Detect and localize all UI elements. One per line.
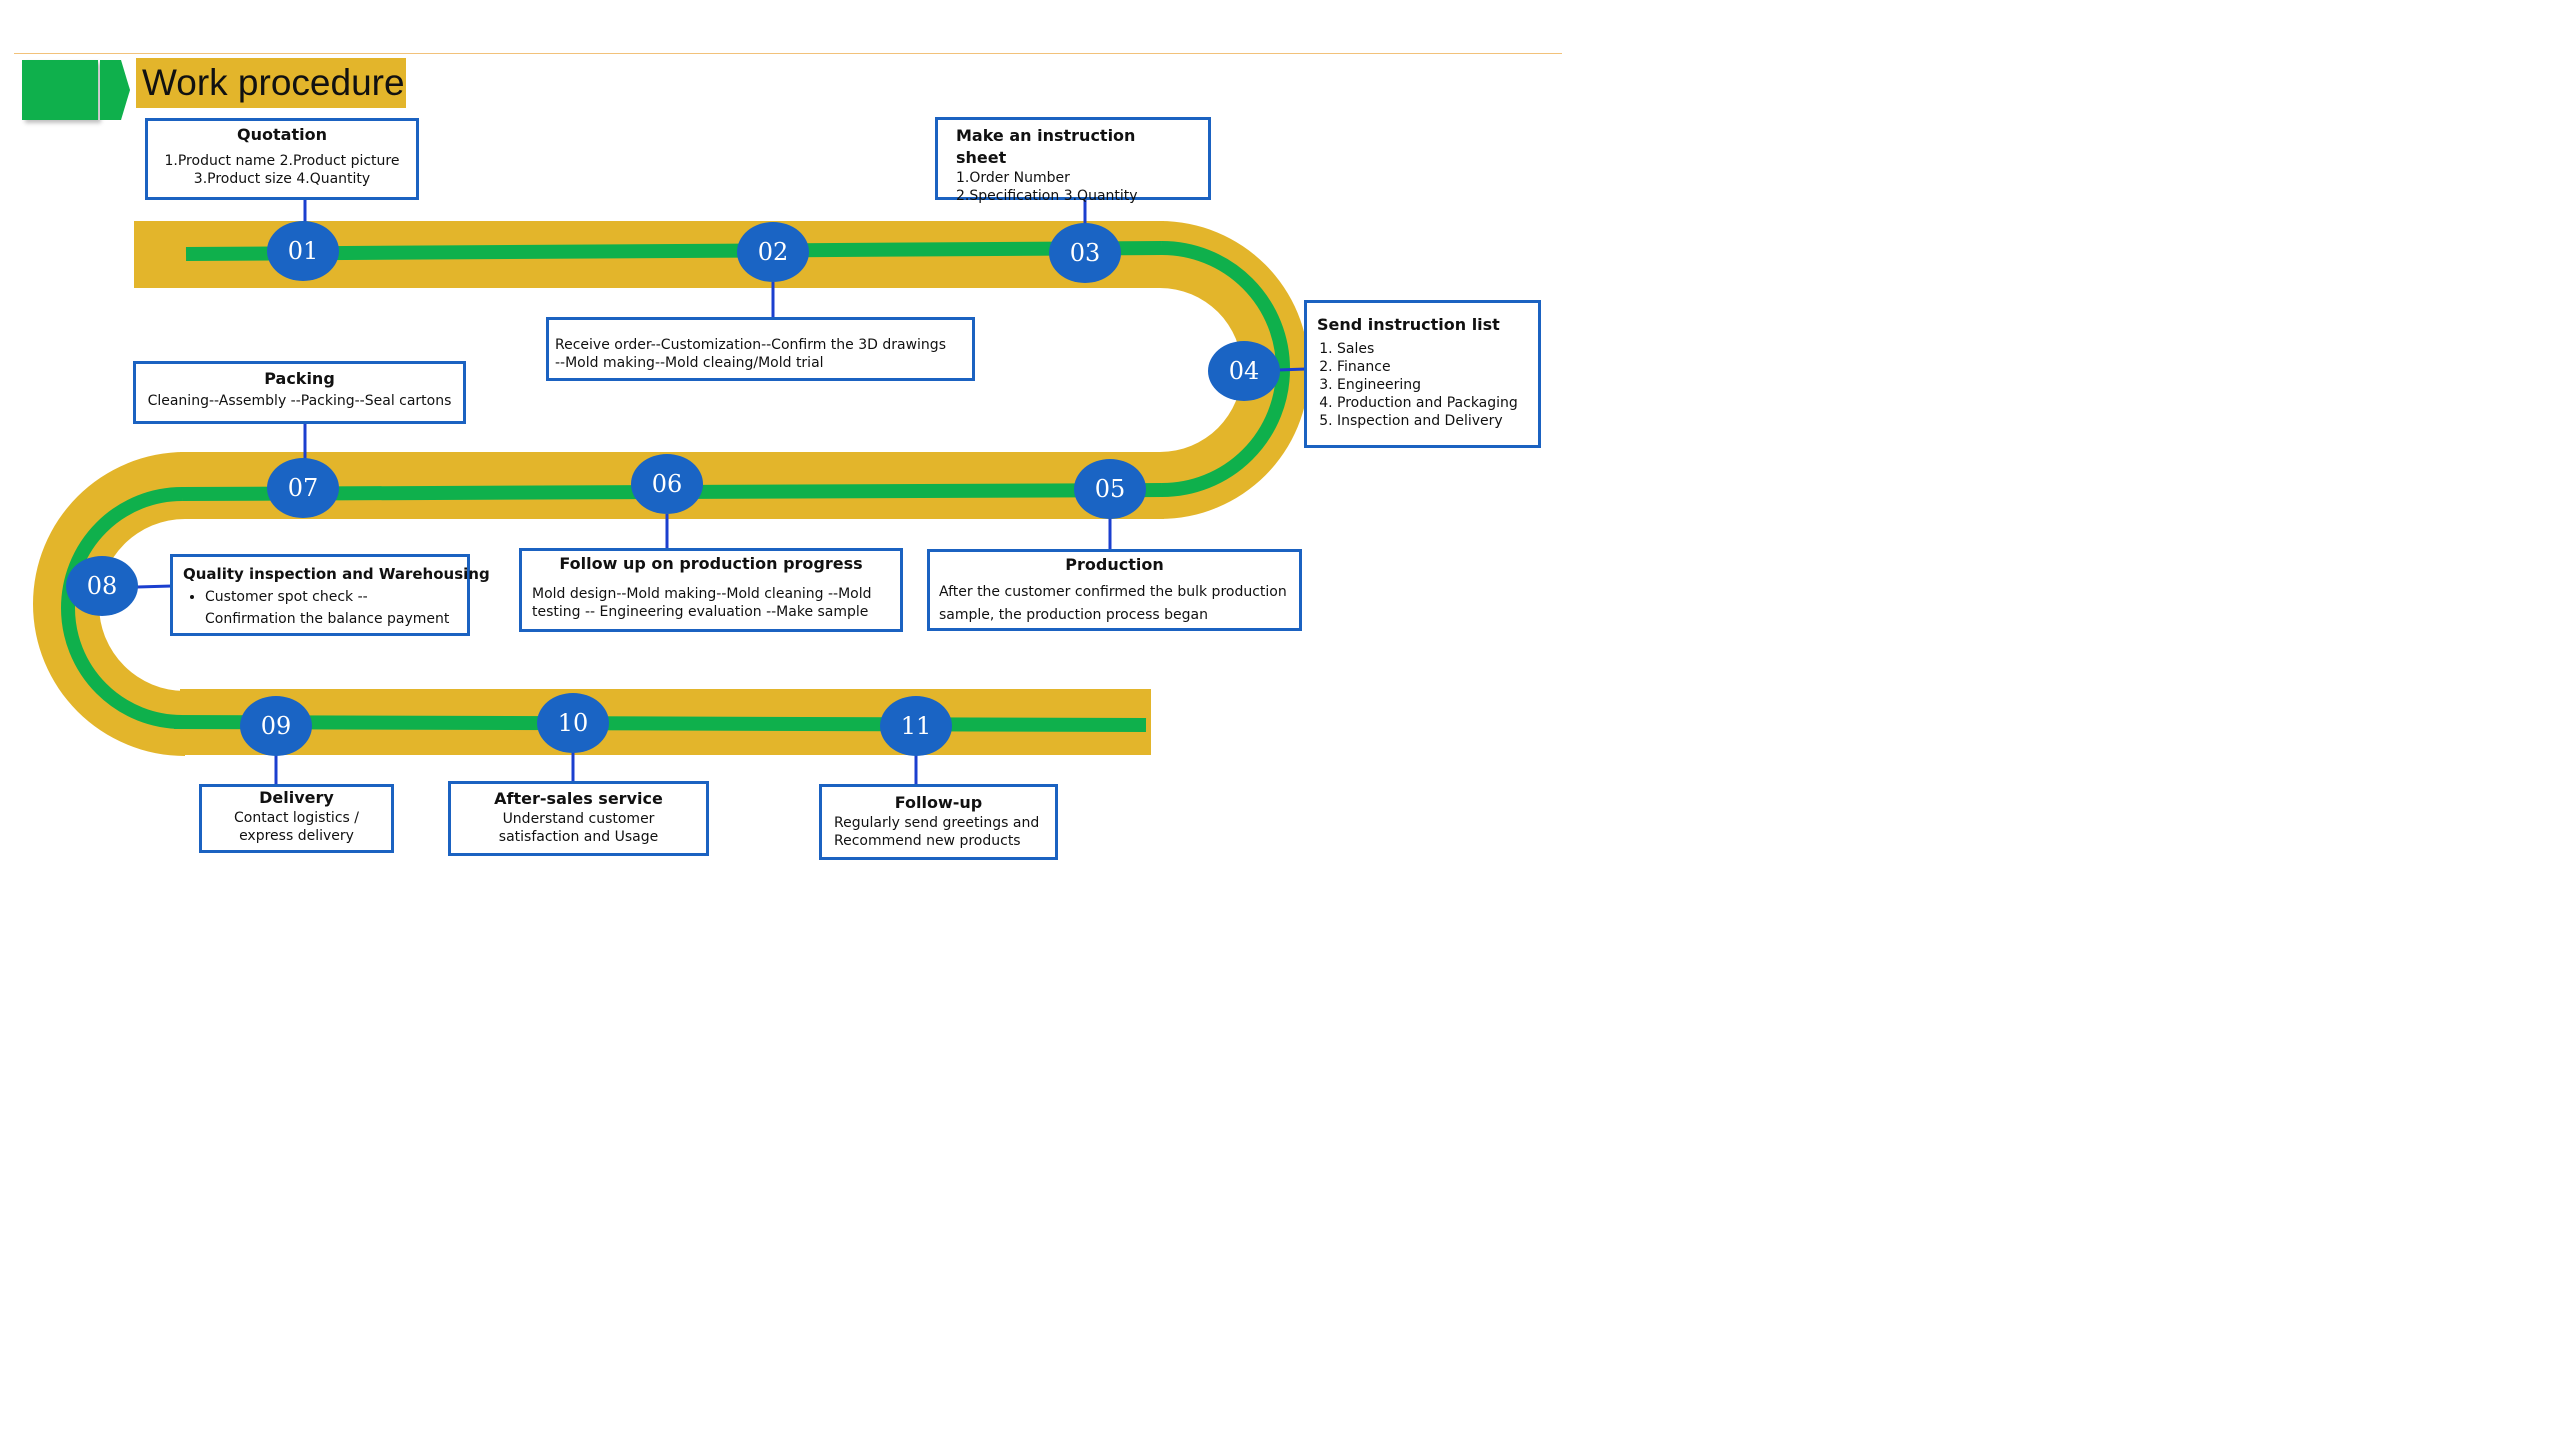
- step-01-quotation-box: Quotation 1.Product name 2.Product pictu…: [145, 118, 419, 200]
- step-06-follow-up-progress-box: Follow up on production progress Mold de…: [519, 548, 903, 632]
- step-08-title: Quality inspection and Warehousing: [183, 565, 490, 583]
- header-divider: [14, 53, 1562, 54]
- step-04-list: Sales Finance Engineering Production and…: [1317, 340, 1528, 430]
- step-node-01: [267, 221, 339, 281]
- process-road-diagram: 01 02 03 04 05 06 07 08 09 10 11: [33, 199, 1309, 786]
- step-04-item-production: Production and Packaging: [1337, 394, 1528, 412]
- step-03-instruction-sheet-box: Make an instruction sheet 1.Order Number…: [935, 117, 1211, 204]
- step-03-title: Make an instruction sheet: [956, 126, 1136, 167]
- step-05-line-1: After the customer confirmed the bulk pr…: [939, 584, 1287, 600]
- step-11-line-2: Recommend new products: [834, 833, 1021, 849]
- step-04-item-inspection: Inspection and Delivery: [1337, 412, 1528, 430]
- step-number-09: 09: [261, 712, 292, 740]
- step-05-production-box: Production After the customer confirmed …: [927, 549, 1302, 631]
- step-09-line-2: express delivery: [239, 828, 354, 844]
- step-number-02: 02: [758, 238, 789, 266]
- step-number-07: 07: [288, 474, 319, 502]
- step-02-order-box: Receive order--Customization--Confirm th…: [546, 317, 975, 381]
- step-04-title: Send instruction list: [1317, 315, 1500, 334]
- step-node-02: [737, 222, 809, 282]
- step-11-follow-up-box: Follow-up Regularly send greetings and R…: [819, 784, 1058, 860]
- step-10-after-sales-box: After-sales service Understand customer …: [448, 781, 709, 856]
- step-node-08: [66, 556, 138, 616]
- step-06-line-1: Mold design--Mold making--Mold cleaning …: [532, 586, 872, 602]
- step-01-title: Quotation: [237, 125, 327, 144]
- step-node-11: [880, 696, 952, 756]
- step-04-instruction-list-box: Send instruction list Sales Finance Engi…: [1304, 300, 1541, 448]
- page-title: Work procedure: [136, 58, 406, 108]
- step-number-11: 11: [901, 712, 932, 740]
- step-number-01: 01: [288, 237, 319, 265]
- step-node-06: [631, 454, 703, 514]
- step-02-line-2: --Mold making--Mold cleaing/Mold trial: [555, 355, 824, 371]
- step-06-title: Follow up on production progress: [559, 554, 863, 573]
- step-09-title: Delivery: [259, 788, 334, 807]
- connectors: [136, 199, 1307, 786]
- step-nodes: [66, 221, 1280, 756]
- step-04-item-sales: Sales: [1337, 340, 1528, 358]
- connector-08: [136, 584, 173, 589]
- step-05-line-2: sample, the production process began: [939, 607, 1208, 623]
- step-01-line-2: 3.Product size 4.Quantity: [193, 171, 371, 187]
- step-07-packing-box: Packing Cleaning--Assembly --Packing--Se…: [133, 361, 466, 424]
- track-top: [185, 241, 1163, 261]
- step-number-05: 05: [1095, 475, 1126, 503]
- step-number-labels: 01 02 03 04 05 06 07 08 09 10 11: [87, 237, 1260, 740]
- track-left-curve: [61, 487, 183, 729]
- step-03-line-1: 1.Order Number: [956, 170, 1070, 186]
- step-node-07: [267, 458, 339, 518]
- road-right-curve: [1160, 221, 1309, 519]
- step-08-bullet-2: Confirmation the balance payment: [205, 611, 450, 627]
- step-04-item-finance: Finance: [1337, 358, 1528, 376]
- step-05-title: Production: [1065, 555, 1164, 574]
- step-08-quality-inspection-box: Quality inspection and Warehousing Custo…: [170, 554, 490, 636]
- step-06-line-2: testing -- Engineering evaluation --Make…: [532, 604, 869, 620]
- step-number-10: 10: [558, 709, 589, 737]
- step-node-04: [1208, 341, 1280, 401]
- road-left-curve: [33, 452, 185, 756]
- step-node-10: [537, 693, 609, 753]
- title-banner-block: [22, 60, 98, 120]
- step-02-line-1: Receive order--Customization--Confirm th…: [555, 337, 946, 353]
- step-number-06: 06: [652, 470, 683, 498]
- step-03-line-2: 2.Specification 3.Quantity: [956, 188, 1138, 204]
- step-10-line-2: satisfaction and Usage: [498, 829, 659, 845]
- step-08-bullet-1: Customer spot check --: [205, 586, 457, 608]
- step-07-title: Packing: [264, 369, 335, 388]
- step-08-bullets: Customer spot check -- Confirmation the …: [183, 586, 457, 630]
- step-10-title: After-sales service: [494, 789, 663, 808]
- step-10-line-1: Understand customer: [502, 811, 655, 827]
- connector-04: [1277, 367, 1307, 372]
- step-04-item-engineering: Engineering: [1337, 376, 1528, 394]
- step-node-05: [1074, 459, 1146, 519]
- step-11-line-1: Regularly send greetings and: [834, 815, 1040, 831]
- step-number-08: 08: [87, 572, 118, 600]
- step-number-03: 03: [1070, 239, 1101, 267]
- track-bottom: [173, 715, 1147, 732]
- step-07-line-1: Cleaning--Assembly --Packing--Seal carto…: [147, 393, 452, 409]
- step-number-04: 04: [1229, 357, 1260, 385]
- step-node-09: [240, 696, 312, 756]
- step-09-delivery-box: Delivery Contact logistics / express del…: [199, 784, 394, 853]
- step-09-line-1: Contact logistics /: [234, 810, 359, 826]
- step-01-line-1: 1.Product name 2.Product picture: [164, 153, 400, 169]
- step-11-title: Follow-up: [894, 793, 983, 812]
- step-node-03: [1049, 223, 1121, 283]
